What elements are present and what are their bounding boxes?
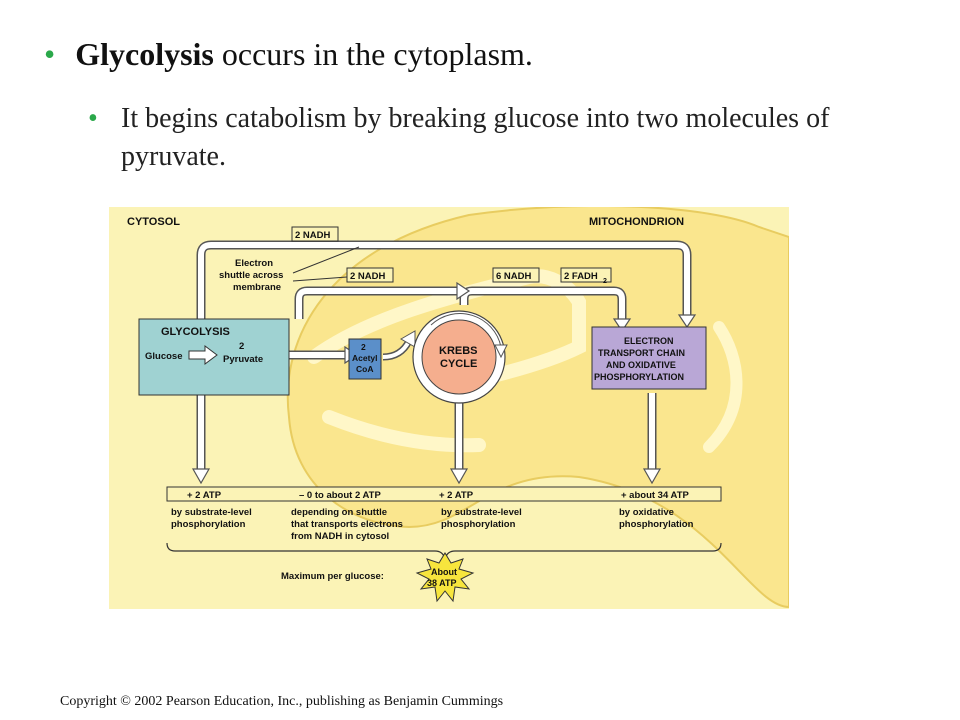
glucose-label: Glucose (145, 351, 183, 362)
desc-shuttle-line2: that transports electrons (291, 519, 403, 530)
mitochondrion-cristae (307, 269, 586, 385)
atp-etc: + about 34 ATP (621, 490, 689, 501)
mitochondrion-cristae (703, 321, 743, 453)
bullet-dot: • (44, 36, 56, 72)
etc-line2: TRANSPORT CHAIN (598, 348, 685, 358)
etc-line3: AND OXIDATIVE (606, 360, 676, 370)
about-line1: About (431, 567, 457, 577)
atp-yield-bar (166, 486, 722, 502)
acetyl-coa-box (348, 338, 382, 380)
nadh-mid-tag (346, 267, 394, 283)
nadh-mid-label: 2 NADH (350, 271, 386, 282)
krebs-cycle-circle (421, 319, 497, 395)
bullet-dot: • (88, 103, 98, 134)
desc-glycolysis-line2: phosphorylation (171, 519, 246, 530)
arrow-heads (191, 281, 697, 485)
arrow-head (494, 344, 508, 359)
nadh-six-label: 6 NADH (496, 271, 532, 282)
shuttle-pointer (292, 246, 360, 274)
atp-shuttle: – 0 to about 2 ATP (299, 490, 381, 501)
acetyl-label: Acetyl (352, 353, 378, 363)
sub-bullet: • It begins catabolism by breaking glucos… (88, 100, 868, 176)
fadh-subscript: 2 (603, 278, 607, 285)
etc-line1: ELECTRON (624, 336, 674, 346)
etc-box (591, 326, 707, 390)
copyright-notice: Copyright © 2002 Pearson Education, Inc.… (60, 694, 504, 709)
desc-krebs-line1: by substrate-level (441, 507, 522, 518)
desc-glycolysis-line1: by substrate-level (171, 507, 252, 518)
glycolysis-title: GLYCOLYSIS (161, 326, 230, 338)
cellular-respiration-figure: CYTOSOL MITOCHONDRION 2 NADH Electron sh… (109, 207, 789, 609)
pyruvate-label: Pyruvate (223, 354, 263, 365)
acetyl-count: 2 (361, 342, 366, 352)
nadh-six-tag (492, 267, 540, 283)
fadh-label: 2 FADH (564, 271, 598, 282)
krebs-line2: CYCLE (440, 358, 477, 370)
max-per-glucose-label: Maximum per glucose: (281, 571, 384, 582)
heading-bullet: • Glycolysis occurs in the cytoplasm. (44, 36, 533, 73)
shuttle-label-line2: shuttle across (219, 270, 283, 281)
desc-etc-line2: phosphorylation (619, 519, 694, 530)
pyruvate-count: 2 (239, 341, 244, 352)
krebs-cycle-arrow (430, 313, 502, 348)
desc-shuttle-line1: depending on shuttle (291, 507, 387, 518)
cytosol-label: CYTOSOL (127, 216, 180, 228)
etc-line4: PHOSPHORYLATION (594, 372, 684, 382)
atp-glycolysis: + 2 ATP (187, 490, 222, 501)
shuttle-pointer (292, 276, 348, 282)
shuttle-label-line1: Electron (235, 258, 273, 269)
atp-total-starburst (415, 552, 475, 603)
nadh-shuttle-arrows (196, 240, 692, 469)
coa-label: CoA (356, 364, 373, 374)
fadh-tag (560, 267, 612, 283)
glucose-arrow (188, 345, 218, 365)
arrow-head (399, 330, 416, 348)
nadh-top-tag (291, 226, 339, 242)
desc-etc-line1: by oxidative (619, 507, 674, 518)
heading-bold-term: Glycolysis (75, 36, 214, 72)
sub-bullet-text: It begins catabolism by breaking glucose… (121, 103, 830, 172)
shuttle-label-line3: membrane (233, 282, 281, 293)
krebs-line1: KREBS (439, 345, 478, 357)
desc-krebs-line2: phosphorylation (441, 519, 516, 530)
nadh-top-label: 2 NADH (295, 230, 331, 241)
atp-krebs: + 2 ATP (439, 490, 474, 501)
about-line2: 38 ATP (427, 578, 457, 588)
heading-text: occurs in the cytoplasm. (213, 36, 533, 72)
acetyl-to-krebs-arrow (382, 340, 411, 359)
desc-shuttle-line3: from NADH in cytosol (291, 531, 389, 542)
mitochondrion-label: MITOCHONDRION (589, 216, 684, 228)
